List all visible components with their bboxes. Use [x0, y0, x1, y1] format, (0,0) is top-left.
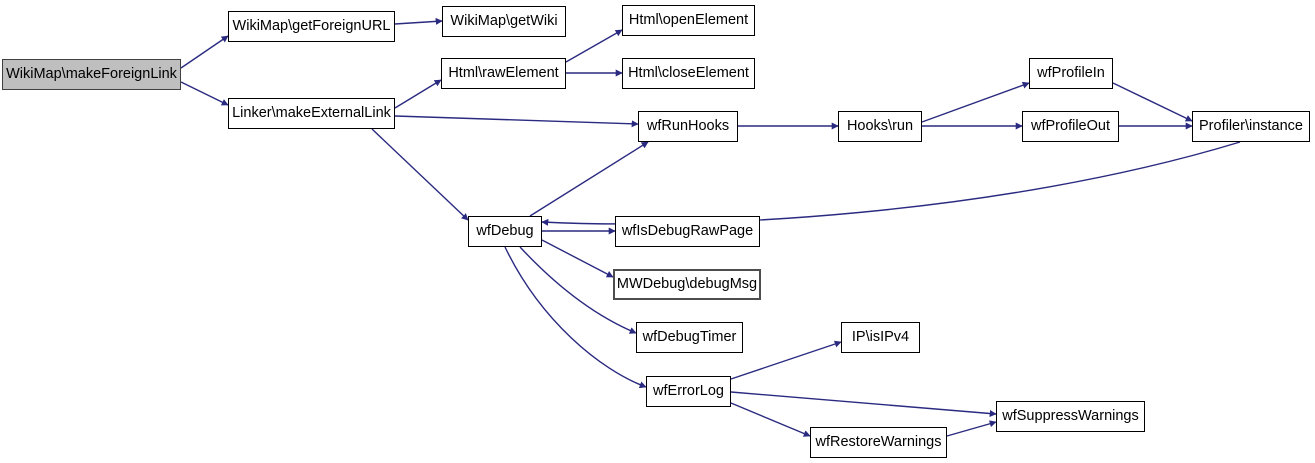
call-edge	[946, 420, 997, 437]
graph-node-wfProfileIn[interactable]: wfProfileIn	[1029, 58, 1113, 89]
call-edge	[730, 402, 811, 437]
graph-node-isIPv4[interactable]: IP\isIPv4	[841, 322, 920, 353]
graph-node-label: Linker\makeExternalLink	[232, 105, 391, 122]
graph-node-wfRunHooks[interactable]: wfRunHooks	[638, 111, 738, 142]
graph-node-wfDebugTimer[interactable]: wfDebugTimer	[636, 322, 743, 353]
graph-node-label: wfSuppressWarnings	[1002, 408, 1139, 425]
call-edge	[529, 141, 649, 217]
graph-node-label: MWDebug\debugMsg	[616, 276, 758, 293]
call-edge	[730, 340, 842, 380]
call-edge	[180, 35, 229, 69]
graph-node-label: WikiMap\getForeignURL	[232, 18, 391, 35]
graph-node-profilerInstance[interactable]: Profiler\instance	[1192, 111, 1310, 142]
graph-node-label: wfRestoreWarnings	[815, 434, 942, 451]
graph-node-label: Html\rawElement	[448, 65, 559, 82]
graph-node-wfRestoreWarnings[interactable]: wfRestoreWarnings	[810, 427, 947, 458]
call-edge	[371, 128, 469, 221]
graph-node-label: WikiMap\makeForeignLink	[6, 66, 177, 83]
graph-node-label: wfErrorLog	[653, 383, 724, 400]
call-edge	[180, 81, 229, 106]
graph-node-label: Hooks\run	[846, 118, 914, 135]
graph-node-label: WikiMap\getWiki	[450, 13, 558, 30]
graph-node-closeElement[interactable]: Html\closeElement	[622, 58, 755, 89]
graph-node-wfIsDebugRawPage[interactable]: wfIsDebugRawPage	[615, 216, 760, 247]
graph-node-label: Profiler\instance	[1199, 118, 1303, 135]
call-edge	[1112, 82, 1193, 122]
graph-node-label: wfProfileOut	[1031, 118, 1110, 135]
graph-node-wfDebug[interactable]: wfDebug	[468, 216, 542, 247]
graph-node-openElement[interactable]: Html\openElement	[622, 5, 755, 36]
graph-node-wfErrorLog[interactable]: wfErrorLog	[646, 376, 731, 407]
graph-node-getWiki[interactable]: WikiMap\getWiki	[442, 6, 566, 37]
call-edge	[541, 141, 1241, 226]
call-edge	[921, 81, 1030, 123]
call-edge	[730, 391, 997, 417]
graph-node-label: IP\isIPv4	[851, 329, 910, 346]
graph-node-wfSuppressWarnings[interactable]: wfSuppressWarnings	[996, 401, 1145, 432]
graph-node-debugMsg[interactable]: MWDebug\debugMsg	[613, 269, 761, 300]
graph-node-label: wfIsDebugRawPage	[621, 223, 754, 240]
graph-node-label: wfDebug	[476, 223, 534, 240]
call-edge	[519, 246, 637, 334]
graph-node-wfProfileOut[interactable]: wfProfileOut	[1022, 111, 1119, 142]
graph-node-label: Html\openElement	[628, 12, 749, 29]
call-edge	[394, 79, 442, 109]
graph-node-label: wfProfileIn	[1037, 65, 1105, 82]
graph-node-makeForeignLink[interactable]: WikiMap\makeForeignLink	[2, 59, 181, 90]
graph-node-hooksRun[interactable]: Hooks\run	[838, 111, 922, 142]
graph-node-rawElement[interactable]: Html\rawElement	[441, 58, 566, 89]
graph-node-label: wfDebugTimer	[642, 329, 737, 346]
graph-node-label: wfRunHooks	[646, 118, 730, 135]
call-edge	[565, 29, 623, 63]
graph-node-makeExternalLink[interactable]: Linker\makeExternalLink	[228, 98, 395, 129]
graph-node-label: Html\closeElement	[628, 65, 749, 82]
call-edge	[394, 17, 443, 25]
call-edge	[394, 115, 639, 128]
graph-node-getForeignURL[interactable]: WikiMap\getForeignURL	[228, 11, 395, 42]
call-edge	[541, 239, 614, 278]
call-edge	[504, 246, 647, 389]
